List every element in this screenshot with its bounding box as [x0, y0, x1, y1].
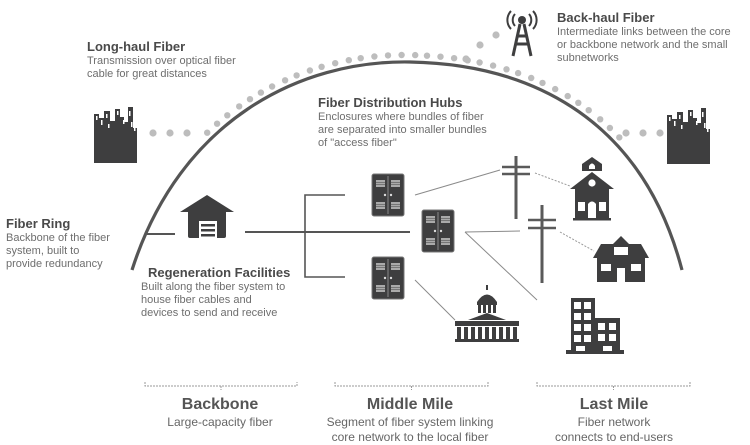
fiber-dot — [204, 129, 211, 136]
section-bracket — [536, 382, 691, 390]
section-backbone: Backbone Large-capacity fiber — [120, 395, 320, 430]
regeneration-facilities-desc: devices to send and receive — [141, 307, 278, 319]
fiber-dot — [281, 77, 289, 84]
fiber-dot — [514, 69, 522, 77]
section-last-mile-title: Last Mile — [579, 396, 649, 413]
back-haul-fiber-desc: subnetworks — [557, 52, 619, 64]
fiber-dot — [622, 129, 630, 137]
office-building-icon — [566, 298, 624, 354]
fiber-distribution-hubs-label: Fiber Distribution Hubs Enclosures where… — [318, 95, 487, 150]
fiber-dot — [183, 129, 191, 137]
fiber-dot — [616, 134, 623, 141]
city-skyline-icon — [94, 107, 137, 163]
fiber-dot — [371, 53, 378, 60]
fiber-dot — [293, 72, 300, 79]
fiber-distribution-hubs-title: Fiber Distribution Hubs — [318, 95, 463, 110]
fiber-dot — [503, 66, 510, 73]
fiber-distribution-hubs-desc: Enclosures where bundles of fiber — [318, 111, 484, 123]
regeneration-facilities-desc: house fiber cables and — [141, 294, 252, 306]
fiber-dot — [384, 52, 392, 59]
fiber-dot — [412, 51, 419, 59]
fiber-dot — [450, 55, 458, 62]
fiber-dot — [318, 63, 325, 70]
middle-mile-connectors — [414, 169, 538, 321]
fiber-dot — [489, 62, 497, 69]
utility-pole-icon — [502, 156, 530, 219]
fiber-dot — [257, 89, 265, 96]
fiber-dot — [476, 59, 483, 66]
long-haul-fiber-desc: cable for great distances — [87, 68, 207, 80]
capitol-building-icon — [455, 285, 519, 342]
long-haul-fiber-label: Long-haul Fiber Transmission over optica… — [87, 39, 236, 81]
fiber-dot — [575, 99, 582, 107]
fiber-dot — [268, 83, 276, 90]
fiber-dot — [224, 112, 231, 119]
long-haul-fiber-desc: Transmission over optical fiber — [87, 55, 236, 67]
section-last-mile: Last Mile Fiber network connects to end-… — [514, 395, 714, 445]
fiber-dot — [423, 52, 431, 59]
fiber-ring-arc — [130, 60, 684, 271]
section-backbone-title: Backbone — [181, 396, 259, 413]
backhaul-dot — [476, 41, 484, 49]
fiber-dot — [597, 116, 604, 123]
fiber-dot — [585, 107, 592, 114]
section-bracket — [334, 382, 489, 390]
branch-bracket-line — [304, 194, 345, 278]
fiber-dot — [639, 129, 647, 137]
backhaul-dot — [462, 55, 470, 63]
city-skyline-icon — [667, 108, 710, 164]
regeneration-facilities-desc: Built along the fiber system to — [141, 281, 286, 293]
fiber-dot — [149, 129, 157, 137]
fiber-dot — [357, 55, 364, 62]
section-backbone-desc: Large-capacity fiber — [167, 415, 273, 429]
back-haul-fiber-title: Back-haul Fiber — [557, 10, 655, 25]
fiber-ring-title: Fiber Ring — [6, 216, 71, 231]
fiber-dot — [332, 60, 339, 67]
fiber-dot — [606, 124, 614, 132]
fiber-dot — [236, 103, 243, 110]
regeneration-facilities-label: Regeneration Facilities Built along the … — [141, 265, 290, 320]
fiber-dot — [437, 53, 444, 60]
schoolhouse-icon — [570, 157, 614, 221]
warehouse-icon — [180, 195, 234, 238]
fiber-distribution-hubs-desc: of "access fiber" — [318, 137, 397, 149]
cabinet-icon — [421, 209, 455, 253]
cabinet-icon — [371, 256, 405, 300]
fiber-dot — [552, 85, 559, 93]
house-icon — [593, 236, 649, 282]
section-middle-mile: Middle Mile Segment of fiber system link… — [310, 395, 510, 445]
section-middle-mile-desc: core network to the local fiber — [331, 430, 489, 444]
utility-pole-icon — [528, 205, 556, 283]
fiber-dot — [564, 92, 571, 100]
fiber-dot — [528, 74, 535, 82]
fiber-dot — [539, 79, 546, 87]
regeneration-facilities-title: Regeneration Facilities — [148, 265, 291, 280]
fiber-dot — [656, 129, 664, 137]
back-haul-fiber-label: Back-haul Fiber Intermediate links betwe… — [557, 10, 731, 65]
fiber-ring-label: Fiber Ring Backbone of the fiber system,… — [6, 216, 110, 271]
backhaul-dot — [492, 31, 500, 39]
fiber-dot — [306, 67, 314, 74]
section-middle-mile-desc: Segment of fiber system linking — [326, 415, 494, 429]
long-haul-dotted-path — [149, 31, 664, 141]
section-middle-mile-title: Middle Mile — [366, 396, 454, 413]
fiber-dot — [166, 129, 174, 137]
fiber-distribution-hubs-desc: are separated into smaller bundles — [318, 124, 487, 136]
fiber-dot — [345, 57, 352, 64]
fiber-ring-desc: system, built to — [6, 245, 80, 257]
fiber-ring-desc: Backbone of the fiber — [6, 232, 110, 244]
section-bracket — [144, 382, 298, 390]
last-mile-drops — [534, 172, 595, 252]
back-haul-fiber-desc: or backbone network and the small — [557, 39, 728, 51]
fiber-dot — [213, 120, 221, 127]
fiber-dot — [246, 96, 254, 103]
long-haul-fiber-title: Long-haul Fiber — [87, 39, 186, 54]
fiber-ring-desc: provide redundancy — [6, 258, 103, 270]
back-haul-fiber-desc: Intermediate links between the core — [557, 26, 731, 38]
section-last-mile-desc: Fiber network — [577, 415, 651, 429]
section-last-mile-desc: connects to end-users — [554, 430, 674, 444]
fiber-dot — [398, 51, 405, 59]
cell-tower-icon — [506, 10, 538, 57]
cabinet-icon — [371, 173, 405, 217]
